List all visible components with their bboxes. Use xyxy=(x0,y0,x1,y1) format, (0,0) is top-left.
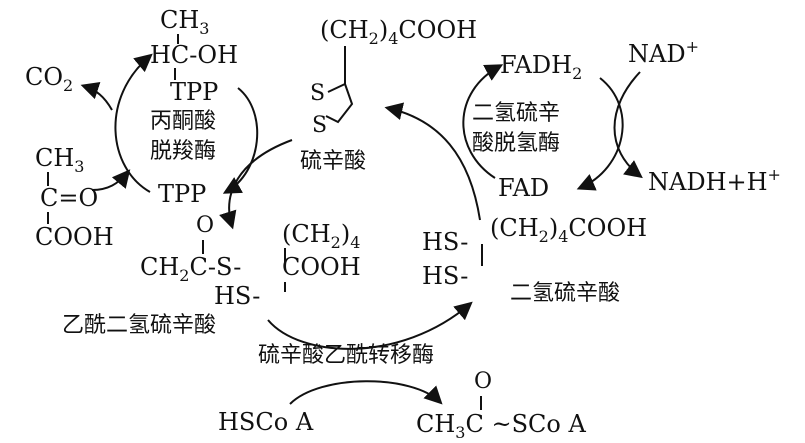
pyruvate-decarboxylase-label-2: 脱羧酶 xyxy=(150,139,216,164)
acetyl-side-chain: (CH2)4 xyxy=(282,220,360,252)
acetyl-coa: CH3C ~SCo A xyxy=(416,410,586,442)
lipoic-acid-label: 硫辛酸 xyxy=(300,149,366,174)
acetyl-dihydrolipoic-acid-label: 乙酰二氢硫辛酸 xyxy=(62,313,216,338)
acetyl-hs: HS- xyxy=(214,282,260,310)
tpp-bottom: TPP xyxy=(158,180,206,208)
arrow-fad-to-fadh2 xyxy=(462,64,504,179)
arrow-dihydrolipoic-to-lipoic xyxy=(384,102,481,221)
dihydrolipoic-acid: (CH2)4COOH HS- HS- 二氢硫辛酸 xyxy=(422,214,647,306)
pyruvate-decarboxylase-cycle: CH3 HC-OH TPP 丙酮酸 脱羧酶 TPP CO2 xyxy=(25,6,259,208)
transacetylase-label: 硫辛酸乙酰转移酶 xyxy=(258,343,434,368)
arrow-nad-to-nadh xyxy=(613,71,643,179)
dihydrolipoyl-dehydrogenase-label-2: 酸脱氢酶 xyxy=(472,131,560,156)
pyruvate-decarboxylase-label-1: 丙酮酸 xyxy=(150,109,216,134)
acetyl-cooh: COOH xyxy=(282,253,361,281)
hydroxyethyl-ch3: CH3 xyxy=(160,6,209,38)
arrow-hydroxyethyl-to-tpp xyxy=(222,87,259,194)
dihydrolipoic-hs-2: HS- xyxy=(422,262,468,290)
hscoa: HSCo A xyxy=(218,408,314,436)
transacetylase-reaction: 硫辛酸乙酰转移酶 HSCo A O CH3C ~SCo A xyxy=(218,301,586,442)
arrow-to-co2 xyxy=(80,82,113,111)
dihydrolipoyl-dehydrogenase-cycle: FADH2 NAD+ 二氢硫辛 酸脱氢酶 NADH+H+ FAD xyxy=(462,37,781,202)
arrow-from-pyruvate xyxy=(91,169,131,191)
dithiolane-ring-top xyxy=(327,83,346,93)
arrow-acetyl-to-dihydrolipoic xyxy=(267,301,473,350)
dihydrolipoic-acid-label: 二氢硫辛酸 xyxy=(510,281,620,306)
lipoic-side-chain: (CH2)4COOH xyxy=(320,16,477,48)
acetyl-oxygen: O xyxy=(196,213,214,238)
dihydrolipoic-side-chain: (CH2)4COOH xyxy=(490,214,647,246)
nadh-plus-h: NADH+H+ xyxy=(648,165,781,196)
acetyl-coa-oxygen: O xyxy=(474,369,492,394)
fad: FAD xyxy=(498,174,549,202)
acetyl-dihydrolipoic-acid: O (CH2)4 CH2C-S- COOH HS- 乙酰二氢硫辛酸 xyxy=(62,213,361,338)
co2-product: CO2 xyxy=(25,63,73,95)
lipoic-acid: (CH2)4COOH S S 硫辛酸 xyxy=(300,16,477,174)
nad-plus: NAD+ xyxy=(628,37,699,68)
arrow-lipoic-to-acetyl-dihydrolipoic xyxy=(219,139,293,230)
sulfur-atom-top: S xyxy=(310,81,325,106)
hydroxyethyl-hc-oh: HC-OH xyxy=(150,41,238,69)
dithiolane-ring xyxy=(325,83,354,124)
tpp-top: TPP xyxy=(170,78,218,106)
arrow-hscoa-to-acetylcoa xyxy=(289,380,443,405)
acetyl-thioester: CH2C-S- xyxy=(140,253,241,285)
pyruvate: CH3 C=O COOH xyxy=(35,144,114,251)
pyruvate-ch3: CH3 xyxy=(35,144,84,176)
sulfur-atom-bottom: S xyxy=(312,113,327,138)
fadh2: FADH2 xyxy=(500,51,582,83)
pyruvate-cooh: COOH xyxy=(35,223,114,251)
arrow-tpp-to-hydroxyethyl xyxy=(114,53,153,193)
pyruvate-carbonyl: C=O xyxy=(40,184,98,212)
dihydrolipoyl-dehydrogenase-label-1: 二氢硫辛 xyxy=(472,101,560,126)
dihydrolipoic-hs-1: HS- xyxy=(422,228,468,256)
arrow-fadh2-to-fad xyxy=(576,77,624,191)
